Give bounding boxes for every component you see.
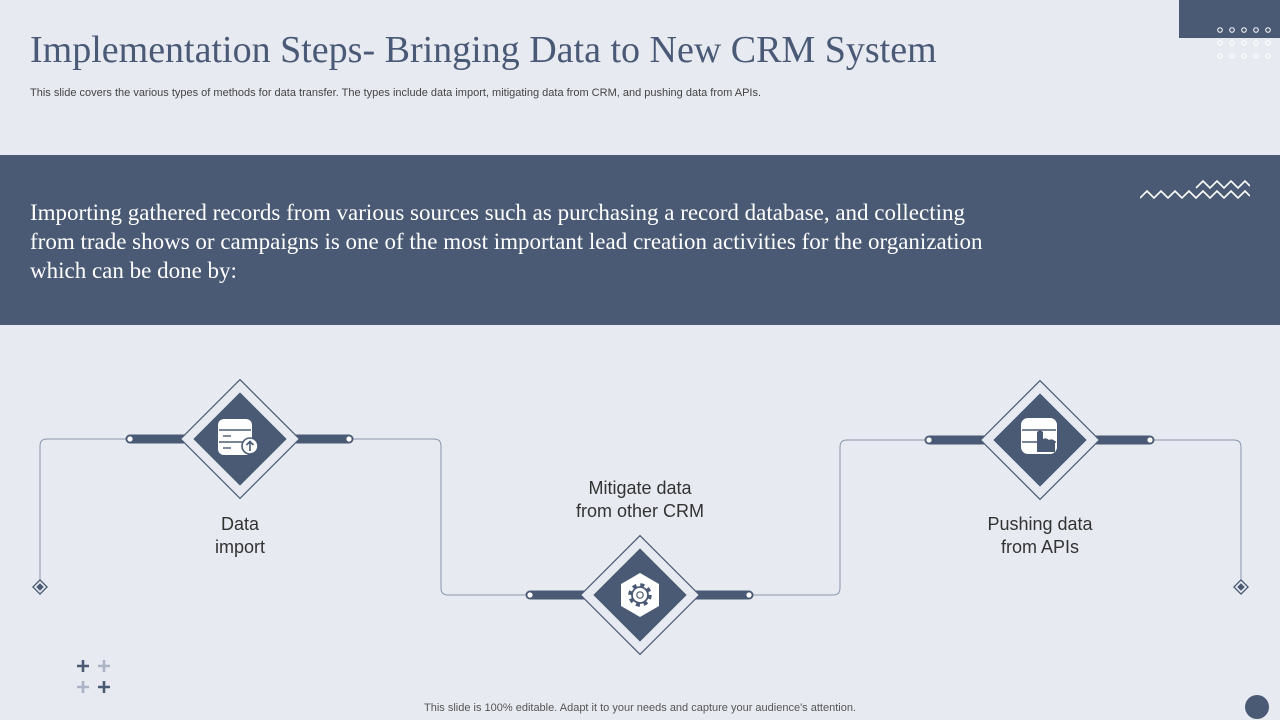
step-label-data-import: Data import [170, 513, 310, 559]
step-label-line: from other CRM [575, 501, 705, 521]
database-upload-icon [218, 419, 259, 455]
page-indicator-dot [1245, 695, 1269, 719]
step-node-mitigate-data [525, 534, 754, 656]
step-label-line: Pushing data [987, 514, 1093, 534]
connector-line-left [39, 438, 130, 587]
plus-grid-decoration [77, 660, 110, 693]
slide-subtitle: This slide covers the various types of m… [30, 87, 762, 99]
connector-line-1-2 [349, 438, 530, 596]
step-node-data-import [125, 378, 354, 500]
slide-title: Implementation Steps- Bringing Data to N… [30, 29, 937, 71]
step-label-line: import [214, 537, 265, 557]
gear-icon [621, 573, 659, 617]
intro-band: Importing gathered records from various … [0, 155, 1280, 325]
intro-text: Importing gathered records from various … [30, 200, 983, 283]
footer-note: This slide is 100% editable. Adapt it to… [424, 702, 856, 714]
connector-line-2-3 [749, 439, 929, 596]
zigzag-decoration [1140, 179, 1250, 200]
step-node-pushing-data [924, 379, 1155, 501]
step-label-mitigate-data: Mitigate data from other CRM [550, 477, 730, 523]
step-label-line: from APIs [1000, 537, 1080, 557]
corner-decoration [1179, 0, 1280, 38]
database-touch-icon [1021, 418, 1057, 454]
end-marker-right [1233, 579, 1249, 595]
step-label-line: Data [220, 514, 260, 534]
end-marker-left [32, 579, 48, 595]
dot-grid-decoration [1217, 27, 1271, 59]
step-label-pushing-data: Pushing data from APIs [960, 513, 1120, 559]
step-label-line: Mitigate data [588, 478, 692, 498]
connector-line-right [1150, 439, 1242, 587]
